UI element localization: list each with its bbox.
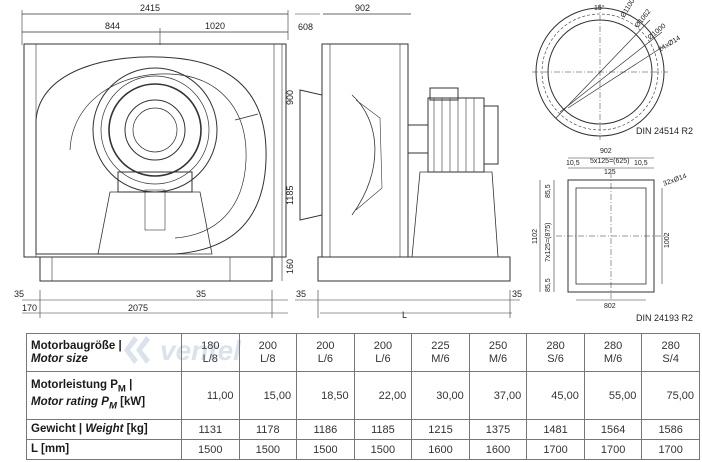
row-header: L [mm]	[26, 439, 182, 460]
dim-side-width: 608	[298, 22, 313, 32]
header-en: Motor size	[31, 352, 88, 365]
dim-base-length: 2075	[128, 303, 148, 313]
table-cell: 11,00	[181, 371, 240, 421]
dim-length-symbol: L	[402, 310, 407, 320]
dim-inlet-width: 902	[355, 3, 370, 13]
table-cell: 1500	[238, 439, 298, 460]
table-cell: 1131	[181, 419, 240, 441]
row-header: Motorbaugröße |Motor size	[26, 332, 182, 373]
rect-flange-edge-left-b: 85,5	[545, 278, 552, 292]
header-de: Motorbaugröße |	[31, 339, 122, 352]
table-cell: 30,00	[411, 371, 470, 421]
table-row-weight: Gewicht | Weight [kg] 1131 1178 1186 118…	[26, 419, 700, 441]
table-cell: 1500	[181, 439, 240, 460]
dim-right-part: 1020	[205, 21, 225, 31]
rect-flange-holes: 32xØ14	[662, 173, 688, 188]
table-cell: 1586	[641, 419, 700, 441]
dim-left-base: 170	[22, 303, 37, 313]
rect-flange-edge-left: 85,5	[545, 184, 552, 198]
round-flange-holes: 24xØ14	[657, 35, 682, 54]
rect-flange-standard: DIN 24193 R2	[636, 313, 693, 323]
rect-flange-edge-a: 10,5	[566, 160, 580, 167]
round-flange-d2: Ø1062	[634, 8, 653, 29]
table-cell: 22,00	[353, 371, 413, 421]
table-row-motor-rating: Motorleistung PM |Motor rating PM [kW] 1…	[26, 371, 700, 421]
dim-right-offset: 35	[196, 289, 206, 299]
dim-total-width: 2415	[140, 3, 160, 13]
dim-base-height: 160	[285, 259, 295, 274]
rect-flange-width-top: 902	[600, 148, 612, 155]
dim-motor-offset: 35	[296, 289, 306, 299]
dim-upper-height: 900	[285, 90, 295, 105]
round-flange-angle: 15°	[594, 4, 605, 12]
row-header: Gewicht | Weight [kg]	[26, 419, 182, 441]
dim-left-part: 844	[105, 21, 120, 31]
table-cell: 1178	[238, 419, 298, 441]
rect-flange	[539, 157, 666, 301]
rect-flange-pitch-125: 125	[604, 169, 616, 176]
round-flange	[532, 4, 668, 140]
table-cell: 1700	[641, 439, 700, 460]
table-cell: 55,00	[583, 371, 643, 421]
table-cell: 1500	[353, 439, 413, 460]
table-cell: 75,00	[641, 371, 700, 421]
round-flange-d1: Ø1100	[620, 0, 637, 19]
rect-flange-height-outer: 1102	[532, 229, 539, 244]
rect-flange-width-bottom: 802	[604, 303, 616, 310]
dim-motor-end-offset: 35	[512, 289, 522, 299]
rect-flange-pitch-left: 7x125=(875)	[545, 222, 552, 262]
table-cell: 1375	[468, 419, 528, 441]
table-cell: 15,00	[238, 371, 298, 421]
rect-flange-height-inner: 1002	[664, 232, 671, 248]
rect-flange-edge-b: 10,5	[634, 160, 648, 167]
technical-drawing: 2415 844 1020 608 902 900 1185 160 35 17…	[14, 0, 693, 323]
table-cell: 1700	[583, 439, 643, 460]
table-cell: 1600	[411, 439, 470, 460]
table-cell: 45,00	[526, 371, 585, 421]
dim-left-offset: 35	[14, 289, 24, 299]
table-cell: 1700	[526, 439, 585, 460]
table-cell: 18,50	[296, 371, 355, 421]
table-cell: 1500	[296, 439, 355, 460]
table-cell: 1600	[468, 439, 528, 460]
dim-lower-height: 1185	[285, 186, 295, 205]
table-cell: 1564	[583, 419, 643, 441]
table-cell: 1215	[411, 419, 470, 441]
round-flange-standard: DIN 24514 R2	[636, 126, 693, 136]
side-view	[295, 13, 520, 318]
rect-flange-pitch-top: 5x125=(625)	[590, 158, 630, 165]
table-cell: 1185	[353, 419, 413, 441]
table-cell: 37,00	[468, 371, 528, 421]
row-header: Motorleistung PM |Motor rating PM [kW]	[26, 371, 182, 421]
table-row-length: L [mm] 1500 1500 1500 1500 1600 1600 170…	[26, 439, 700, 460]
table-cell: 1186	[296, 419, 355, 441]
front-view	[21, 10, 289, 318]
table-cell: 1481	[526, 419, 585, 441]
